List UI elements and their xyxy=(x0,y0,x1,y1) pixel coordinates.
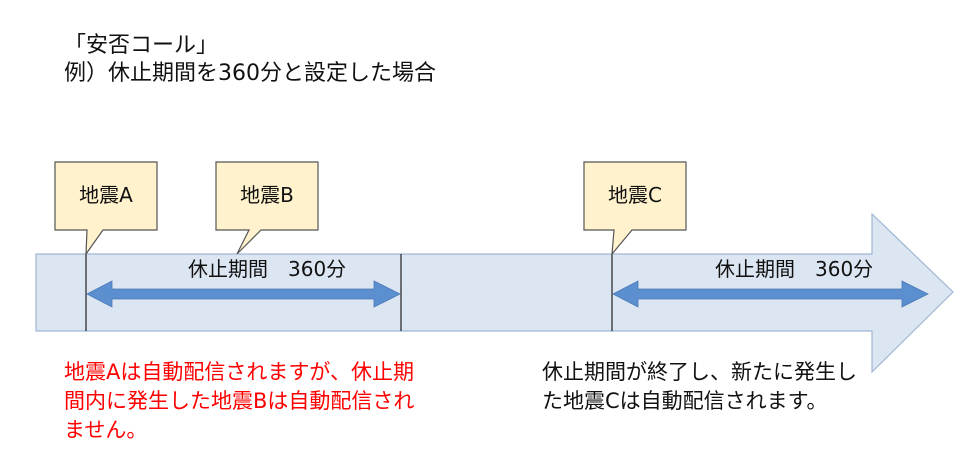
timeline-band-arrow xyxy=(35,212,954,374)
callout-earthquake-a xyxy=(54,161,158,257)
diagram-title: 「安否コール」 xyxy=(64,33,219,58)
callout-label-earthquake-a: 地震A xyxy=(79,183,133,207)
period-label-first: 休止期間 360分 xyxy=(188,257,347,281)
note-earthquake-a-b: 地震Aは自動配信されますが、休止期間内に発生した地震Bは自動配信されません。 xyxy=(64,360,415,442)
callout-earthquake-b xyxy=(215,161,319,255)
callout-label-earthquake-b: 地震B xyxy=(240,183,294,207)
period-arrow-second xyxy=(612,280,929,308)
diagram-subtitle: 例）休止期間を360分と設定した場合 xyxy=(64,61,436,86)
period-arrow-first xyxy=(86,280,401,308)
note-earthquake-c: 休止期間が終了し、新たに発生した地震Cは自動配信されます。 xyxy=(542,360,857,413)
callout-label-earthquake-c: 地震C xyxy=(608,183,662,207)
period-label-second: 休止期間 360分 xyxy=(715,257,874,281)
callout-earthquake-c xyxy=(583,161,687,256)
